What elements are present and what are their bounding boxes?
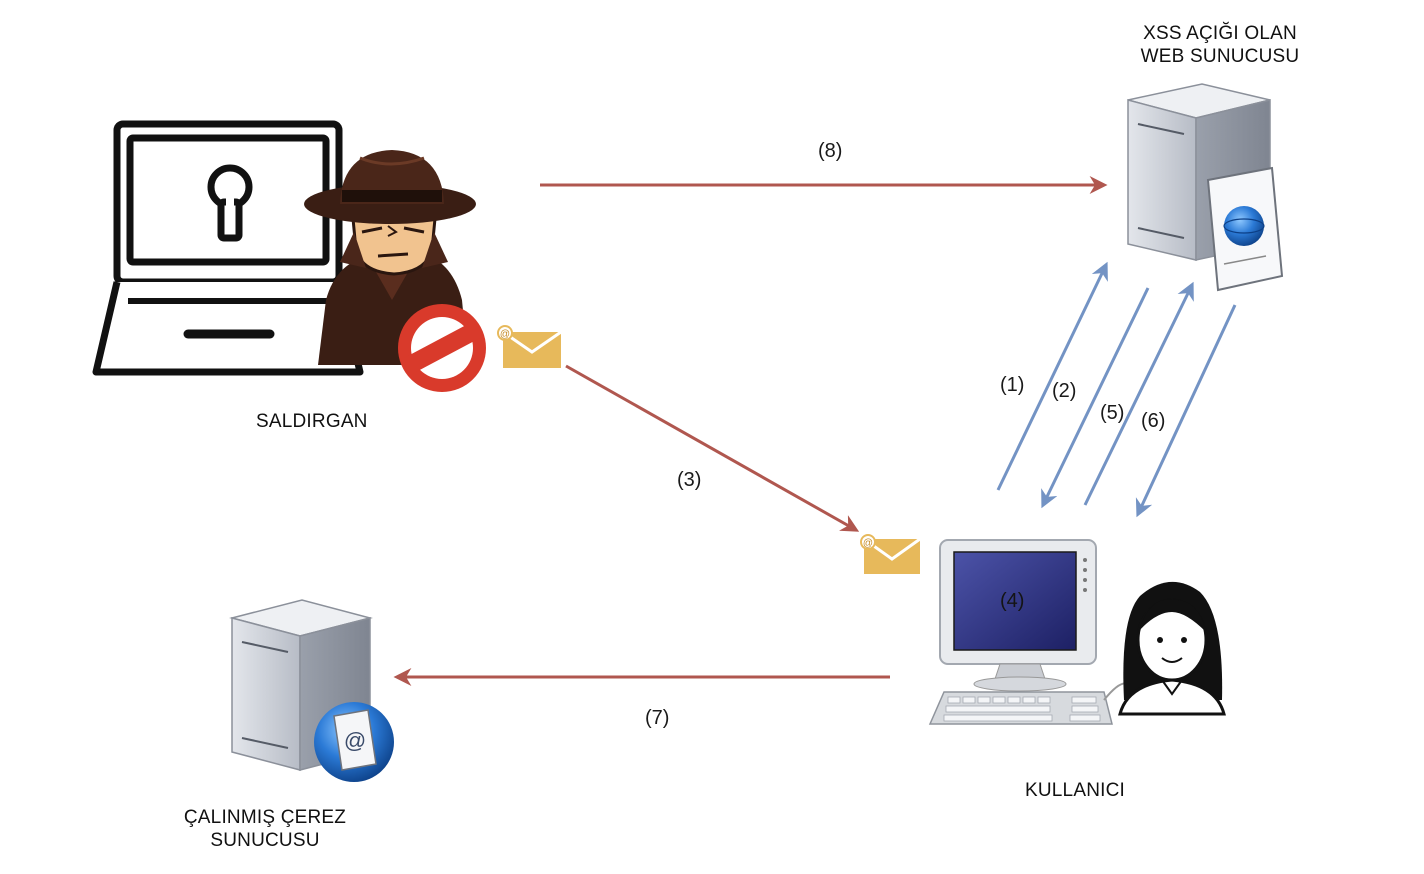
step-6-label: (6) <box>1141 410 1166 432</box>
laptop-with-keyhole-icon <box>92 120 364 376</box>
attacker-label: SALDIRGAN <box>256 411 368 432</box>
email-envelope-icon: @ <box>860 534 921 574</box>
desktop-computer-icon <box>928 539 1129 725</box>
user-label: KULLANICI <box>1025 780 1126 801</box>
email-envelope-icon: @ <box>497 325 562 368</box>
no-entry-icon <box>398 304 486 392</box>
svg-text:@: @ <box>500 329 510 340</box>
web-server-label-line1: XSS AÇIĞI OLAN <box>1143 23 1297 44</box>
step-2-label: (2) <box>1052 380 1077 402</box>
svg-text:@: @ <box>344 728 366 753</box>
arrow-5 <box>1083 281 1194 506</box>
web-server-label-line2: WEB SUNUCUSU <box>1140 46 1300 67</box>
step-3-label: (3) <box>677 469 702 491</box>
step-4-label: (4) <box>1000 590 1025 612</box>
woman-user-icon <box>1118 581 1226 716</box>
arrow-3 <box>565 364 860 532</box>
arrow-1 <box>996 261 1108 491</box>
step-1-label: (1) <box>1000 374 1025 396</box>
web-server-label: XSS AÇIĞI OLAN WEB SUNUCUSU <box>1115 22 1325 68</box>
cookie-server-label-line2: SUNUCUSU <box>210 830 320 851</box>
mail-server-icon: @ <box>229 599 394 782</box>
spy-in-hat-icon <box>304 150 476 365</box>
step-5-label: (5) <box>1100 402 1125 424</box>
web-server-icon <box>1127 83 1284 292</box>
cookie-server-label-line1: ÇALINMIŞ ÇEREZ <box>183 807 347 828</box>
step-8-label: (8) <box>818 140 843 162</box>
arrow-6 <box>1135 304 1237 518</box>
arrow-2 <box>1041 287 1150 509</box>
step-7-label: (7) <box>645 707 670 729</box>
cookie-server-label: ÇALINMIŞ ÇEREZ SUNUCUSU <box>160 806 370 852</box>
svg-text:@: @ <box>863 538 873 549</box>
